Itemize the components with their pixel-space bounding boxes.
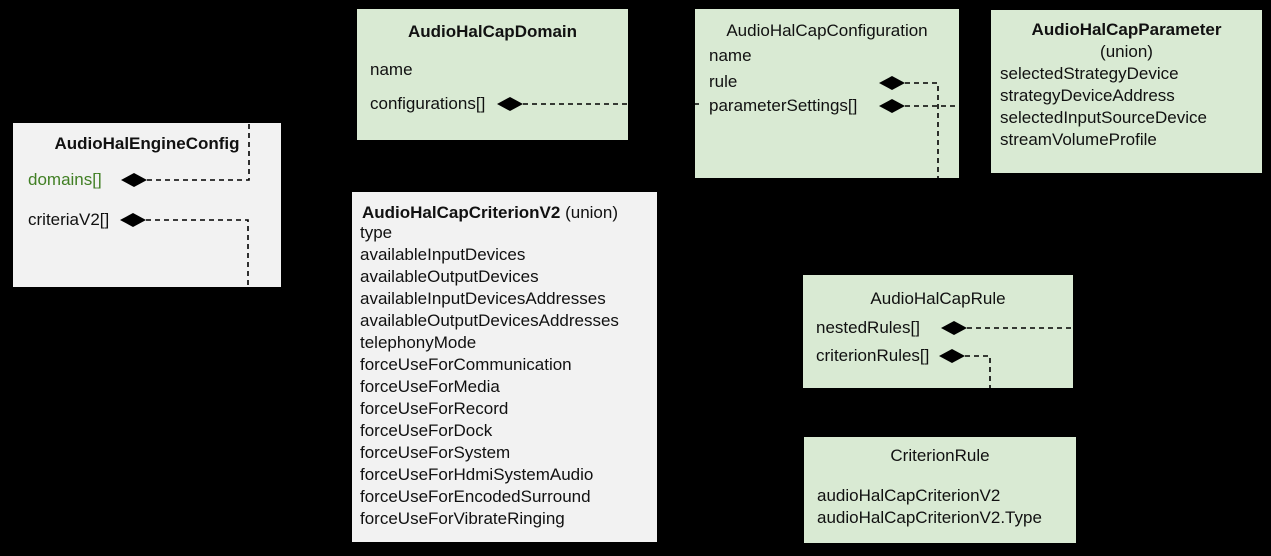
field-domains: domains[] — [28, 170, 102, 189]
field-selected-strategy-device: selectedStrategyDevice — [1000, 64, 1179, 83]
field-audio-hal-cap-criterion-v2-type: audioHalCapCriterionV2.Type — [817, 508, 1042, 527]
class-title-audio-hal-cap-criterion-v2: AudioHalCapCriterionV2 (union) — [352, 202, 657, 224]
class-title-union-suffix: (union) — [560, 203, 618, 222]
field-force-use-for-system: forceUseForSystem — [360, 443, 511, 462]
field-list: type availableInputDevices availableOutp… — [360, 222, 619, 530]
class-box-audio-hal-cap-domain: AudioHalCapDomain name configurations[] — [357, 9, 628, 140]
field-force-use-for-record: forceUseForRecord — [360, 399, 509, 418]
class-box-audio-hal-cap-rule: AudioHalCapRule nestedRules[] criterionR… — [803, 275, 1073, 388]
class-box-audio-hal-cap-configuration: AudioHalCapConfiguration name rule param… — [695, 9, 959, 178]
class-box-audio-hal-cap-parameter: AudioHalCapParameter (union) selectedStr… — [991, 10, 1262, 173]
field-type: type — [360, 223, 393, 242]
field-stream-volume-profile: streamVolumeProfile — [1000, 130, 1157, 149]
field-name: name — [370, 60, 413, 79]
field-force-use-for-vibrate-ringing: forceUseForVibrateRinging — [360, 509, 565, 528]
field-criterion-rules: criterionRules[] — [816, 346, 930, 365]
field-parameter-settings: parameterSettings[] — [709, 96, 858, 115]
field-force-use-for-encoded-surround: forceUseForEncodedSurround — [360, 487, 591, 506]
field-available-input-devices: availableInputDevices — [360, 245, 526, 264]
field-list: selectedStrategyDevice strategyDeviceAdd… — [1000, 63, 1207, 151]
class-title-criterion-rule: CriterionRule — [890, 446, 990, 465]
class-box-audio-hal-cap-criterion-v2: AudioHalCapCriterionV2 (union) type avai… — [352, 192, 657, 542]
class-box-audio-hal-engine-config: AudioHalEngineConfig domains[] criteriaV… — [13, 123, 281, 287]
field-criteria-v2: criteriaV2[] — [28, 210, 110, 229]
field-rule: rule — [709, 72, 738, 91]
field-available-input-devices-addresses: availableInputDevicesAddresses — [360, 289, 606, 308]
field-audio-hal-cap-criterion-v2: audioHalCapCriterionV2 — [817, 486, 1001, 505]
field-available-output-devices: availableOutputDevices — [360, 267, 539, 286]
class-subtitle-union: (union) — [1100, 42, 1153, 61]
class-title-audio-hal-cap-rule: AudioHalCapRule — [870, 289, 1006, 308]
field-nested-rules: nestedRules[] — [816, 318, 920, 337]
field-available-output-devices-addresses: availableOutputDevicesAddresses — [360, 311, 619, 330]
field-force-use-for-communication: forceUseForCommunication — [360, 355, 572, 374]
field-telephony-mode: telephonyMode — [360, 333, 477, 352]
field-name: name — [709, 46, 752, 65]
field-force-use-for-media: forceUseForMedia — [360, 377, 500, 396]
field-strategy-device-address: strategyDeviceAddress — [1000, 86, 1175, 105]
class-title-bold-part: AudioHalCapCriterionV2 — [362, 203, 561, 222]
field-selected-input-source-device: selectedInputSourceDevice — [1000, 108, 1207, 127]
field-force-use-for-hdmi-system-audio: forceUseForHdmiSystemAudio — [360, 465, 594, 484]
class-title-audio-hal-cap-parameter: AudioHalCapParameter — [1031, 20, 1222, 39]
class-title-audio-hal-cap-configuration: AudioHalCapConfiguration — [726, 21, 928, 40]
field-configurations: configurations[] — [370, 94, 486, 113]
class-title-audio-hal-engine-config: AudioHalEngineConfig — [54, 134, 240, 153]
class-title-audio-hal-cap-domain: AudioHalCapDomain — [407, 22, 578, 41]
class-box-criterion-rule: CriterionRule audioHalCapCriterionV2 aud… — [804, 437, 1076, 543]
field-force-use-for-dock: forceUseForDock — [360, 421, 493, 440]
